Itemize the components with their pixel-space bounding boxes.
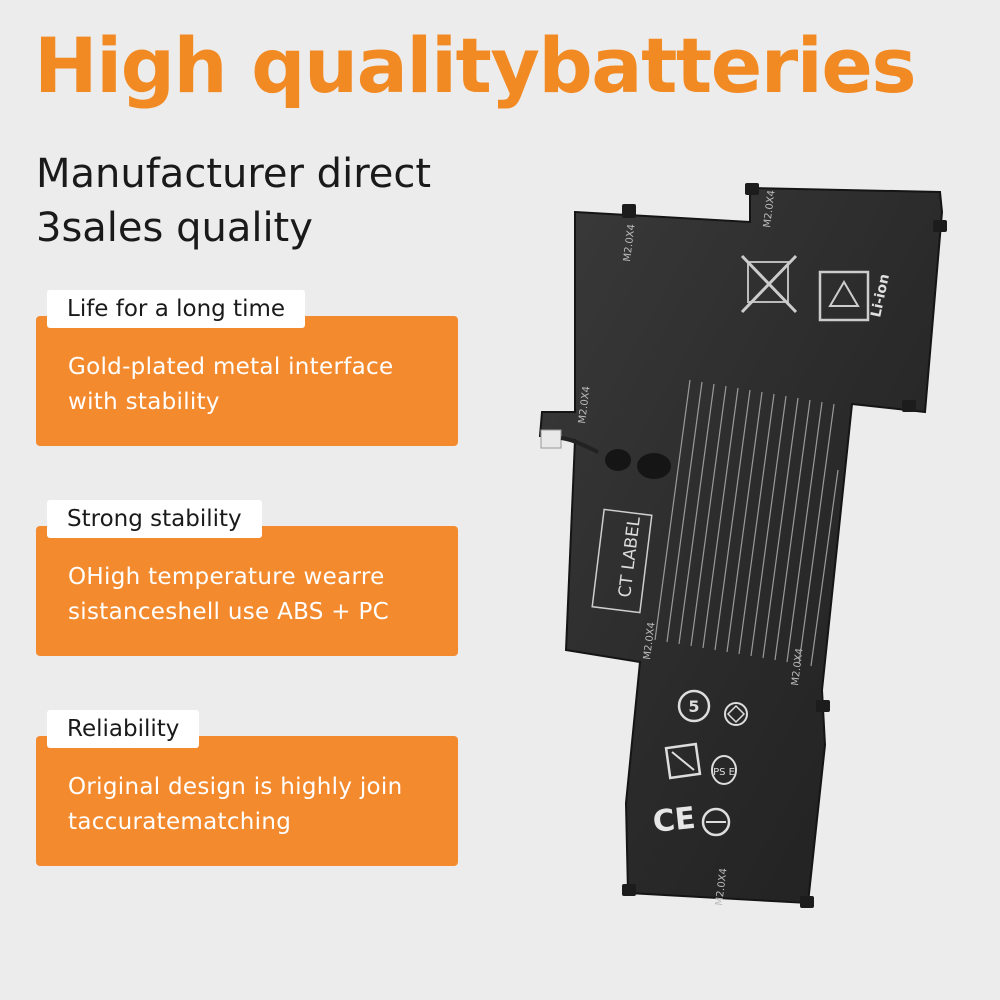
cert-diamond-icon	[724, 702, 748, 726]
ce-mark: CE	[651, 801, 697, 840]
mount-tab	[622, 204, 636, 218]
screw-marking: M2.0X4	[642, 622, 658, 661]
feature-tag: Strong stability	[47, 500, 262, 538]
feature-box	[36, 736, 458, 866]
screw-marking: M2.0X4	[790, 648, 806, 687]
battery-image: Li-ion CT LABEL M2.0X4 M2.0X4 M2.0X4 M2.…	[538, 183, 947, 908]
mount-hole	[637, 453, 671, 479]
mount-hole	[605, 449, 631, 471]
screw-marking: M2.0X4	[577, 386, 593, 425]
feature-text: Original design is highly join taccurate…	[68, 774, 403, 835]
mount-tab	[800, 896, 814, 908]
headline: High qualitybatteries	[34, 21, 917, 110]
feature-card-3: Reliability Original design is highly jo…	[36, 710, 458, 866]
feature-box	[36, 526, 458, 656]
screw-marking: M2.0X4	[762, 190, 778, 229]
mount-tab	[816, 700, 830, 712]
mount-tab	[622, 884, 636, 896]
cert-5-label: 5	[688, 697, 699, 716]
cert-5-icon: 5	[677, 689, 711, 723]
feature-text: OHigh temperature wearre sistanceshell u…	[68, 564, 389, 625]
feature-box	[36, 316, 458, 446]
ct-label-box	[591, 508, 653, 614]
feature-card-1: Life for a long time Gold-plated metal i…	[36, 290, 458, 446]
screw-marking: M2.0X4	[622, 224, 638, 263]
mount-tab	[933, 220, 947, 232]
pse-label: PS E	[713, 767, 735, 778]
subheadline-line-1: Manufacturer direct	[36, 151, 432, 197]
battery-safety-icon	[664, 742, 702, 780]
recycle-icon	[818, 270, 870, 322]
fine-print-text	[654, 379, 839, 667]
cert-e-icon	[701, 807, 731, 837]
weee-bin-icon	[740, 254, 798, 314]
feature-tag: Life for a long time	[47, 290, 306, 328]
connector-cable	[560, 436, 599, 454]
mount-tab	[745, 183, 759, 195]
feature-tag: Reliability	[47, 710, 200, 748]
mount-tab	[902, 400, 916, 412]
pse-icon: PS E	[711, 755, 737, 785]
screw-marking: M2.0X4	[714, 868, 730, 907]
subheadline-line-2: 3sales quality	[36, 205, 313, 251]
feature-card-2: Strong stability OHigh temperature wearr…	[36, 500, 458, 656]
battery-body: Li-ion CT LABEL M2.0X4 M2.0X4 M2.0X4 M2.…	[538, 183, 947, 908]
connector-plug	[540, 429, 562, 449]
feature-text: Gold-plated metal interface with stabili…	[68, 354, 394, 415]
